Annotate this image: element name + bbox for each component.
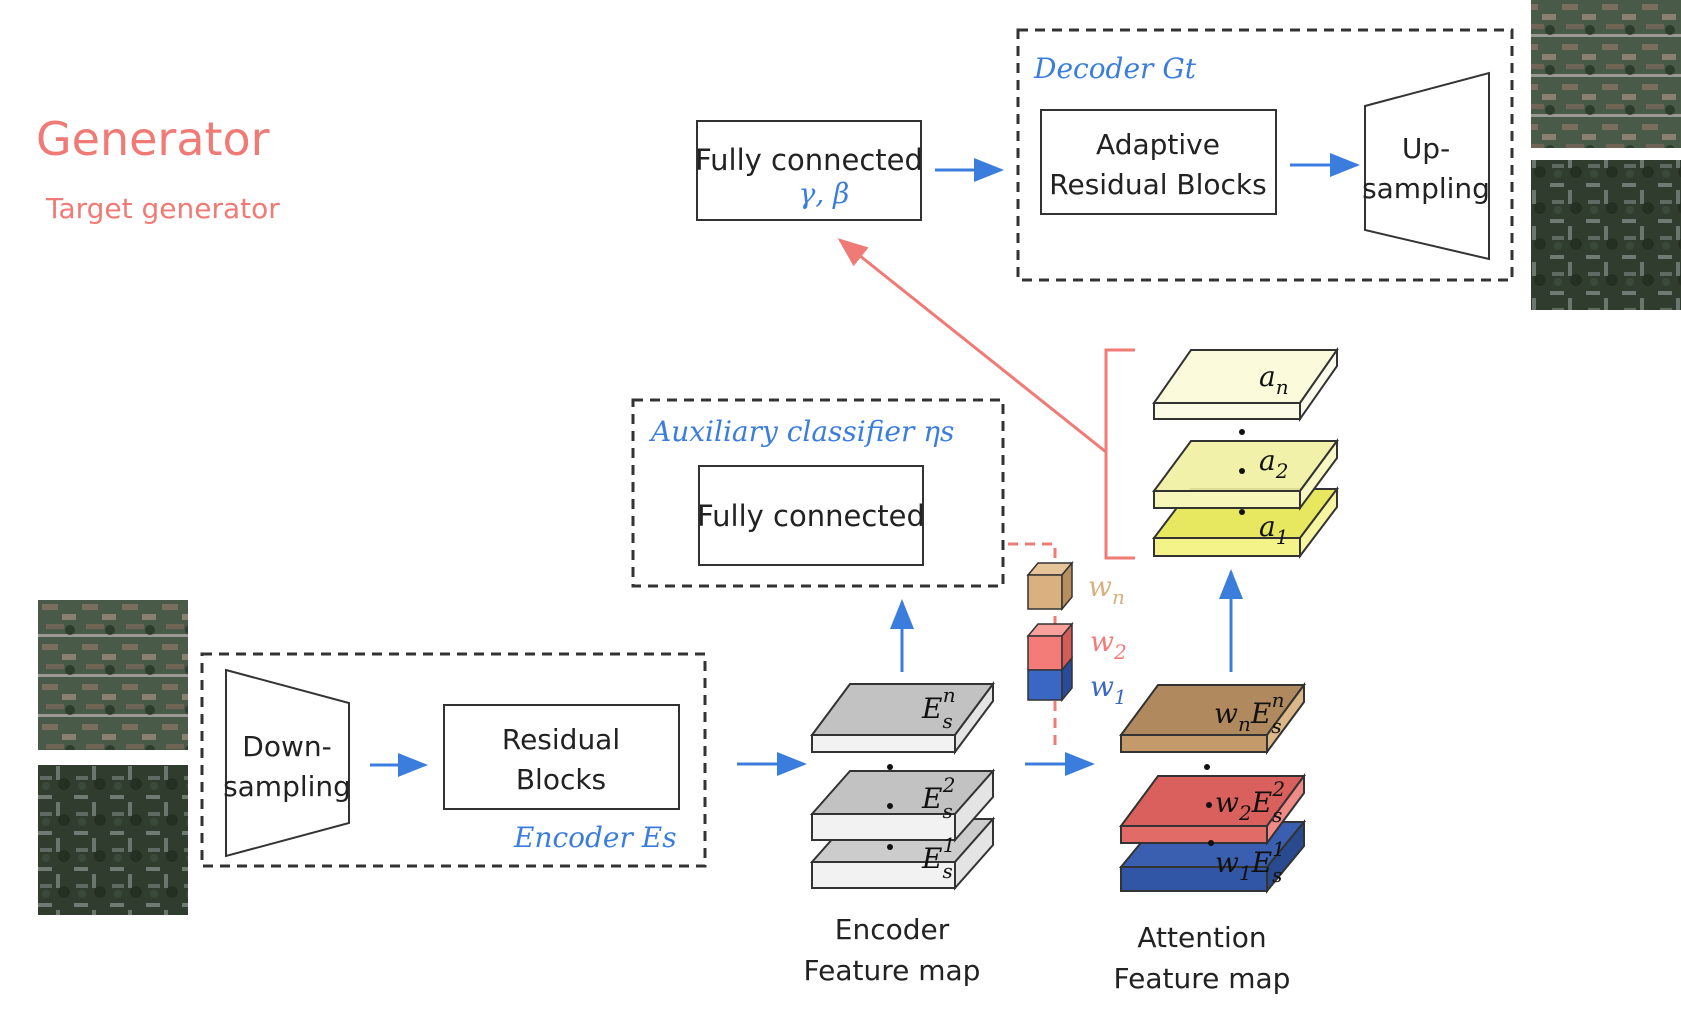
weight-cube-1 <box>1027 655 1073 703</box>
decoder-label: Decoder Gt <box>1033 52 1197 85</box>
arrow-a-to-fc <box>837 238 1107 454</box>
decoder-box <box>1016 28 1514 282</box>
aux-fc-label: Fully connected <box>697 499 925 533</box>
encoder-layer-2 <box>809 768 996 843</box>
attention-fmap-caption-2: Feature map <box>1114 962 1291 995</box>
input-satellite-image-1 <box>38 600 188 750</box>
adaptive-residual-box <box>1040 109 1277 215</box>
a-stack-bracket <box>1104 348 1135 560</box>
target-generator-subtitle: Target generator <box>45 192 280 225</box>
upsampling-block <box>1364 71 1490 261</box>
encoder-fmap-caption-1: Encoder <box>835 913 950 946</box>
encoder-feature-map-stack <box>809 680 996 891</box>
residual-label-2: Blocks <box>516 763 606 796</box>
output-satellite-image-1 <box>1531 0 1681 148</box>
adaptive-label-1: Adaptive <box>1096 128 1220 161</box>
aux-classifier-label: Auxiliary classifier ηs <box>648 415 954 448</box>
weight-1-label: w1 <box>1090 670 1127 709</box>
attention-fmap-caption-1: Attention <box>1137 921 1266 954</box>
downsampling-label-1: Down- <box>242 730 331 763</box>
weight-cube-2 <box>1026 621 1074 673</box>
downsampling-label-2: sampling <box>223 770 351 803</box>
attention-layer-2 <box>1119 772 1306 847</box>
attention-feature-map-stack <box>1118 681 1307 894</box>
upsampling-label-2: sampling <box>1362 172 1490 205</box>
adaptive-label-2: Residual Blocks <box>1049 168 1266 201</box>
encoder-fmap-caption-2: Feature map <box>804 954 981 987</box>
encoder-layer-1-label: Es1 <box>921 833 955 883</box>
attention-layer-n <box>1119 681 1306 756</box>
encoder-layer-n <box>810 680 995 756</box>
aux-fc-box <box>698 465 924 566</box>
weight-cube-n <box>1026 560 1074 612</box>
input-satellite-image-2 <box>38 765 188 915</box>
output-satellite-image-2 <box>1531 160 1681 310</box>
weight-n-label: wn <box>1088 570 1125 609</box>
encoder-label: Encoder Es <box>513 821 677 854</box>
fc-gamma-beta-box <box>696 120 922 221</box>
a-layer-1-label: a1 <box>1259 510 1288 549</box>
fc-gamma-beta-line2: γ, β <box>799 177 850 210</box>
downsampling-block <box>225 668 350 858</box>
aux-classifier-box <box>631 398 1005 588</box>
generator-title: Generator <box>36 112 270 166</box>
a-layer-n <box>1152 346 1339 423</box>
residual-label-1: Residual <box>502 723 620 756</box>
a-layer-2 <box>1152 437 1339 512</box>
fc-gamma-beta-line1: Fully connected <box>695 143 923 177</box>
a-stack <box>1151 346 1340 559</box>
residual-blocks-box <box>443 704 680 810</box>
upsampling-label-1: Up- <box>1402 132 1450 165</box>
weight-2-label: w2 <box>1090 625 1127 664</box>
